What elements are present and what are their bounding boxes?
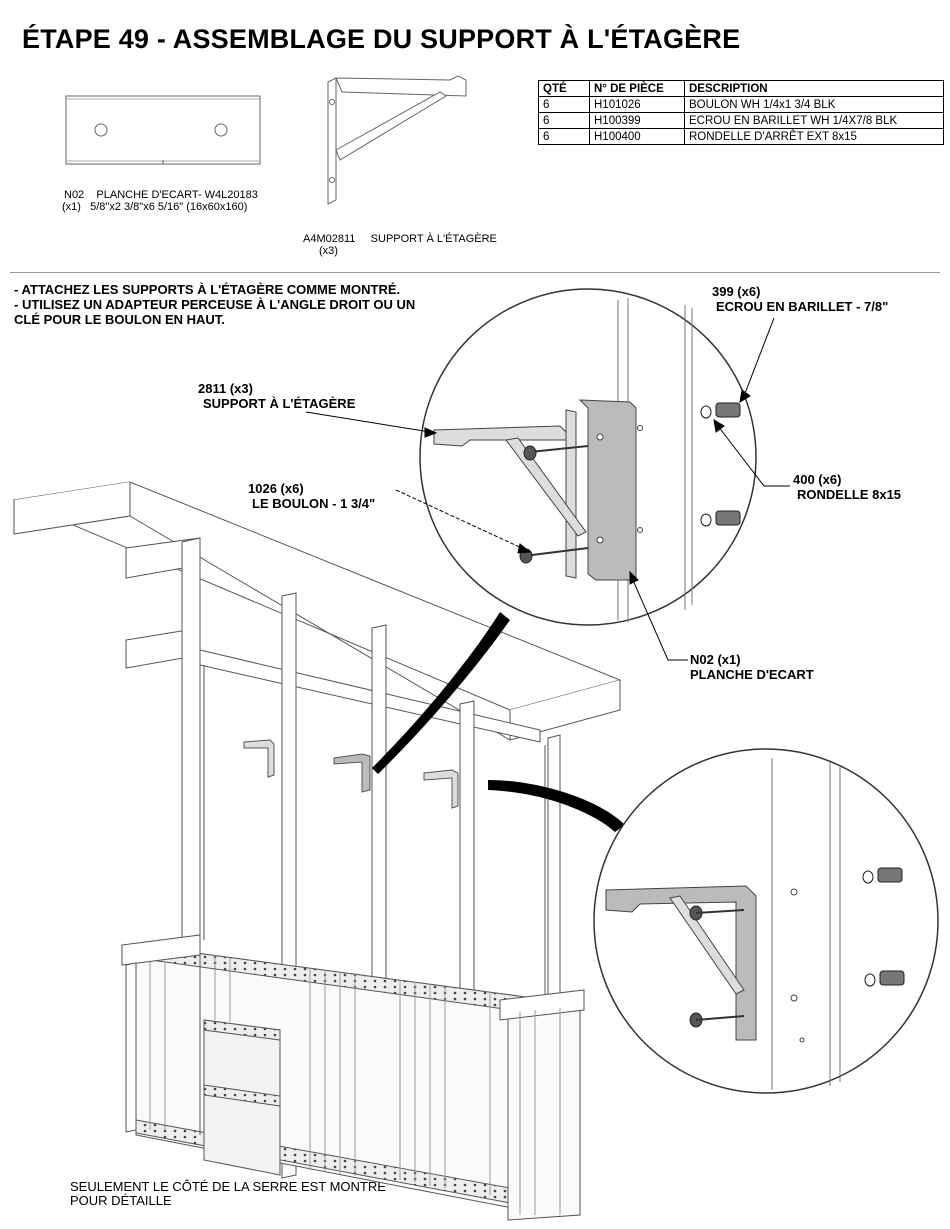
callout-board-name: PLANCHE D'ECART [690, 667, 814, 682]
callout-nut-qty: 399 (x6) [712, 284, 761, 299]
table-row: 6 H101026 BOULON WH 1/4x1 3/4 BLK [538, 96, 944, 113]
detail-circle-upper [419, 288, 757, 626]
callout-leaders [305, 317, 790, 661]
cell-part-number: H100400 [589, 128, 685, 145]
callout-board-qty: N02 (x1) [690, 652, 741, 667]
board-caption-line1: N02 PLANCHE D'ECART- W4L20183 [64, 189, 258, 201]
callout-washer-name: RONDELLE 8x15 [797, 487, 902, 502]
bracket-caption-line1: A4M02811 SUPPORT À L'ÉTAGÈRE [303, 233, 497, 245]
board-name: PLANCHE D'ECART- W4L20183 [96, 189, 258, 201]
callout-bolt-qty: 1026 (x6) [248, 481, 304, 496]
board-caption-line2: (x1) 5/8"x2 3/8"x6 5/16" (16x60x160) [62, 201, 247, 213]
callout-nut-name: ECROU EN BARILLET - 7/8" [716, 299, 889, 314]
cell-description: BOULON WH 1/4x1 3/4 BLK [684, 96, 944, 113]
page-title: ÉTAPE 49 - ASSEMBLAGE DU SUPPORT À L'ÉTA… [22, 24, 741, 54]
table-row: 6 H100399 ECROU EN BARILLET WH 1/4X7/8 B… [538, 112, 944, 129]
instruction-line-3: CLÉ POUR LE BOULON EN HAUT. [14, 312, 225, 327]
footer-note-line-2: POUR DÉTAILLE [70, 1193, 172, 1208]
greenhouse-side-wall [12, 481, 622, 1221]
bracket-name: SUPPORT À L'ÉTAGÈRE [370, 233, 497, 245]
instruction-line-2: - UTILISEZ UN ADAPTEUR PERCEUSE À L'ANGL… [14, 297, 416, 312]
board-qty: (x1) [62, 201, 81, 213]
board-dims: 5/8"x2 3/8"x6 5/16" (16x60x160) [90, 201, 248, 213]
table-row: 6 H100400 RONDELLE D'ARRÊT EXT 8x15 [538, 128, 944, 145]
detail-circle-lower [593, 748, 939, 1094]
bracket-code: A4M02811 [303, 233, 356, 245]
parts-table: QTÉ N° DE PIÈCE DESCRIPTION 6 H101026 BO… [538, 80, 944, 145]
callout-bolt-name: LE BOULON - 1 3/4" [252, 496, 376, 511]
callout-bracket-name: SUPPORT À L'ÉTAGÈRE [203, 396, 356, 411]
shelf-bracket-drawing [327, 75, 467, 205]
spacer-board-drawing [65, 95, 261, 165]
cell-description: ECROU EN BARILLET WH 1/4X7/8 BLK [684, 112, 944, 129]
footer-note-line-1: SEULEMENT LE CÔTÉ DE LA SERRE EST MONTRÉ [70, 1179, 386, 1194]
section-divider [10, 272, 940, 273]
table-header-row: QTÉ N° DE PIÈCE DESCRIPTION [538, 80, 944, 97]
detail-leaders [372, 612, 625, 832]
bracket-qty: (x3) [319, 245, 338, 257]
board-code: N02 [64, 189, 85, 201]
callout-washer-qty: 400 (x6) [793, 472, 842, 487]
cell-description: RONDELLE D'ARRÊT EXT 8x15 [684, 128, 944, 145]
instruction-line-1: - ATTACHEZ LES SUPPORTS À L'ÉTAGÈRE COMM… [14, 282, 401, 297]
callout-bracket-qty: 2811 (x3) [198, 381, 253, 396]
cell-part-number: H100399 [589, 112, 685, 129]
